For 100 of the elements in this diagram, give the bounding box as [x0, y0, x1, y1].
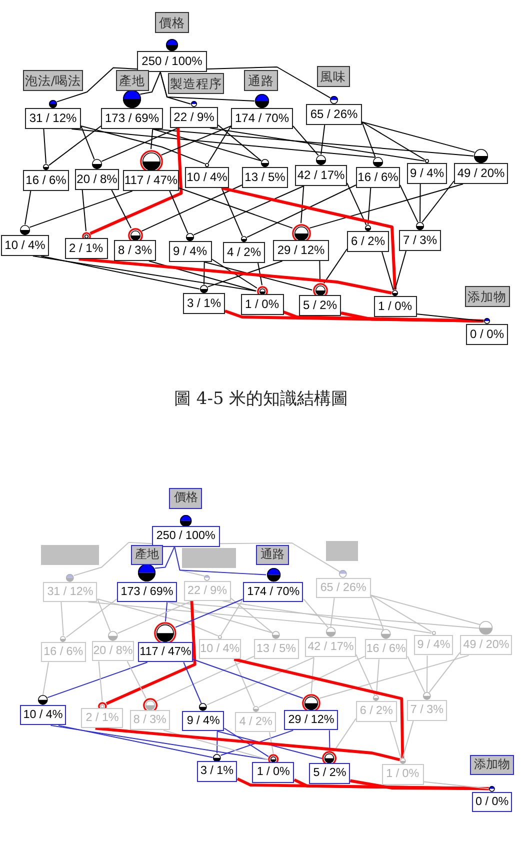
connector-line [370, 594, 384, 630]
connector-line [292, 126, 319, 156]
attribute-label: 通路 [244, 70, 278, 91]
connector-line [362, 122, 426, 160]
connector-line [47, 662, 148, 698]
count-box: 2 / 1% [81, 708, 124, 728]
attribute-label: 風味 [316, 66, 350, 87]
attribute-label: 製造程序 [168, 73, 224, 94]
connector-line [98, 660, 103, 702]
count-box: 22 / 9% [170, 107, 218, 128]
connector-line [346, 182, 367, 226]
count-box: 31 / 12% [25, 108, 81, 129]
connector-line [370, 594, 480, 626]
count-box: 16 / 6% [356, 167, 400, 188]
attribute-label: 添加物 [464, 286, 510, 307]
connector-line [376, 658, 380, 696]
connector-line [221, 186, 396, 290]
connector-line [152, 128, 474, 156]
connector-line [106, 600, 196, 705]
connector-line [175, 598, 244, 628]
connector-line [183, 662, 202, 704]
attribute-label: 產地 [116, 70, 148, 91]
connector-line [32, 256, 257, 292]
count-box: 13 / 5% [242, 167, 288, 188]
connector-line [204, 262, 205, 286]
connector-line [423, 781, 490, 790]
connector-line [368, 188, 372, 226]
count-box: 173 / 69% [116, 582, 178, 602]
count-box: 29 / 12% [284, 710, 338, 730]
connector-line [141, 184, 242, 232]
connector-line [88, 602, 384, 630]
connector-line [206, 656, 314, 706]
count-box: 174 / 70% [231, 108, 293, 129]
count-box: 5 / 2% [299, 295, 341, 316]
count-box: 10 / 4% [185, 167, 229, 188]
connector-line [356, 654, 376, 696]
count-box: 9 / 4% [168, 241, 212, 262]
caption: 圖 4-5 米的知識結構圖 [174, 388, 348, 410]
connector-line [140, 72, 161, 95]
attribute-label: 價格 [155, 12, 189, 33]
connector-line [220, 598, 244, 636]
connector-line [42, 662, 49, 696]
connector-line [319, 654, 470, 699]
connector-line [362, 122, 476, 153]
connector-line [258, 262, 262, 286]
connector-line [362, 122, 376, 158]
connector-line [323, 248, 348, 284]
connector-line [29, 190, 133, 228]
connector-line [340, 312, 484, 322]
connector-line [407, 656, 426, 694]
connector-line [96, 598, 218, 636]
connector-line [402, 720, 414, 759]
connector-line [82, 190, 86, 232]
connector-line [320, 124, 326, 156]
connector-line [80, 126, 206, 164]
count-box: 4 / 2% [223, 242, 265, 263]
connector-line [206, 66, 331, 98]
connector-line [60, 602, 64, 636]
connector-line [178, 188, 293, 229]
connector-line [208, 126, 232, 164]
attribute-label: 添加物 [470, 754, 514, 775]
connector-line [269, 732, 274, 754]
connector-line [394, 250, 406, 290]
connector-line [48, 126, 102, 166]
connector-line [95, 726, 400, 762]
connector-line [73, 542, 152, 576]
connector-line [58, 724, 214, 758]
count-box: 31 / 12% [43, 582, 98, 602]
connector-line [428, 652, 460, 694]
count-box: 10 / 4% [20, 705, 66, 726]
count-box: 49 / 20% [460, 635, 512, 656]
connector-line [156, 656, 254, 702]
connector-line [193, 186, 304, 236]
connector-line [166, 602, 274, 634]
connector-line [230, 598, 274, 634]
connector-line [224, 728, 269, 758]
connector-line [117, 600, 192, 634]
connector-line [210, 128, 426, 162]
attribute-label: 價格 [169, 488, 202, 509]
count-box: 3 / 1% [183, 293, 225, 314]
connector-line [216, 730, 323, 759]
connector-line [160, 126, 232, 156]
connector-line [166, 602, 480, 629]
count-box: 65 / 26% [306, 104, 362, 125]
count-box: 29 / 12% [273, 240, 329, 261]
connector-line [66, 598, 118, 638]
connector-line [350, 779, 489, 790]
connector-line [330, 598, 335, 628]
connector-line [207, 260, 283, 288]
connector-line [71, 128, 376, 158]
count-box: 7 / 3% [406, 700, 448, 721]
count-box: 16 / 6% [41, 642, 86, 662]
connector-line [420, 184, 421, 222]
count-box: 250 / 100% [152, 526, 220, 547]
count-box: 8 / 3% [114, 240, 156, 261]
connector-line [422, 180, 454, 223]
connector-line [150, 128, 154, 150]
connector-line [258, 656, 366, 708]
connector-line [400, 184, 418, 223]
count-box: 13 / 5% [254, 638, 299, 660]
